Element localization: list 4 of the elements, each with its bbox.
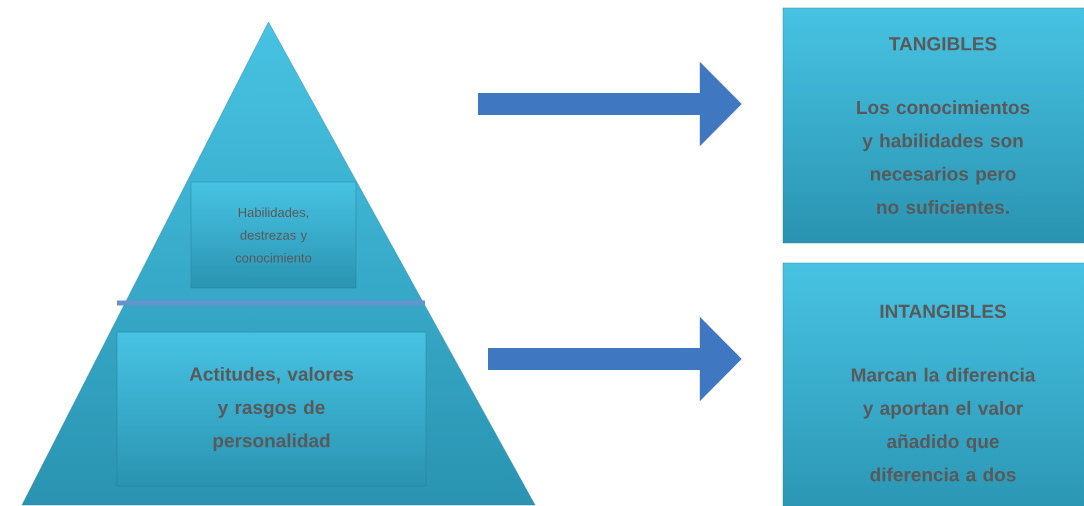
text-box: Actitudes, valores y rasgos de personalidad xyxy=(116,331,427,487)
text-box: TANGIBLES Los conocimientos y habilidades son necesarios pero no suficientes. xyxy=(782,7,1084,244)
text-box: Habilidades, destrezas y conocimiento xyxy=(190,181,357,289)
text-box: INTANGIBLES Marcan la diferencia y aportan el valor añadido que diferencia a dos xyxy=(782,262,1084,506)
